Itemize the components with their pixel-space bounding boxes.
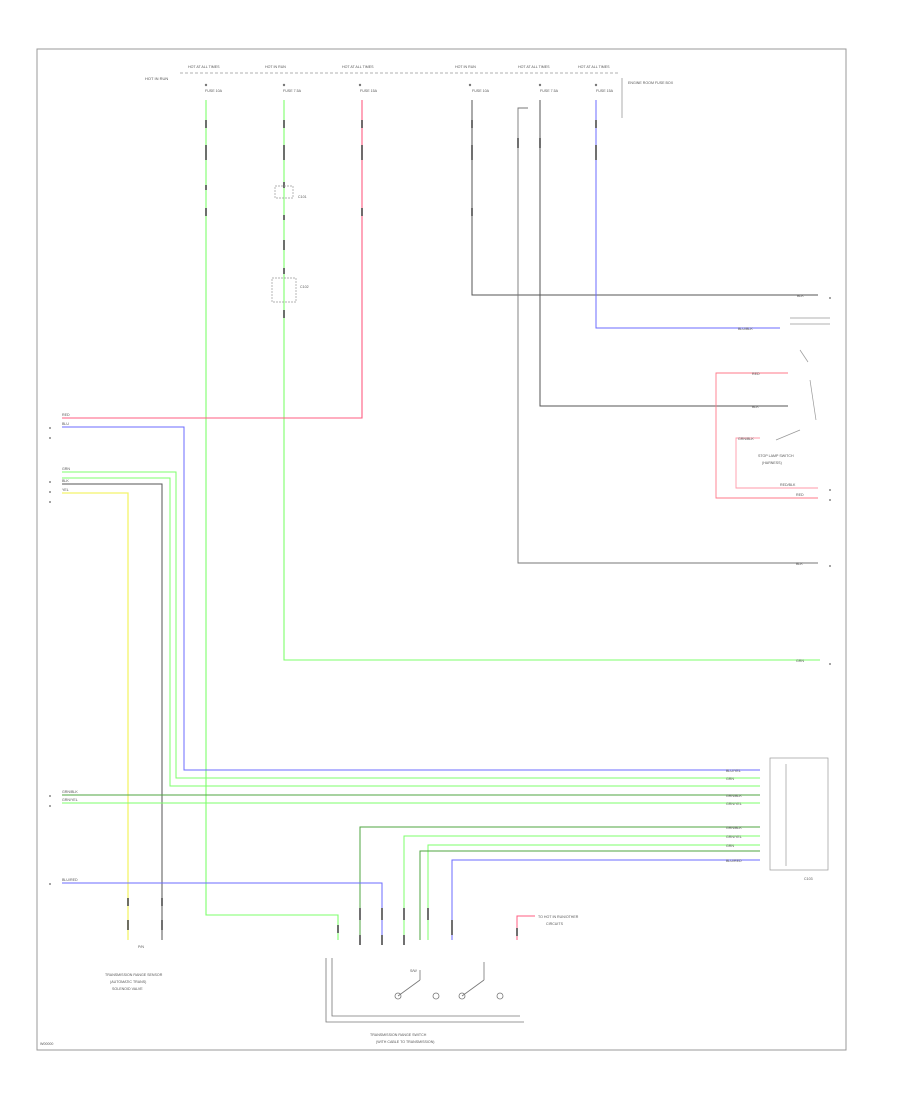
- wire-green-fuse2: [283, 100, 820, 661]
- label-right-7: RED: [796, 493, 804, 497]
- label-right-15: GRN/YEL: [726, 835, 742, 839]
- wire-black-fuse5: [539, 100, 788, 407]
- label-left-red: RED: [62, 413, 70, 417]
- wire-red-fuse3: [62, 100, 363, 419]
- label-connector-c103: C103: [804, 877, 813, 881]
- label-right-8: BLK: [796, 562, 803, 566]
- wire-lower-green3: [419, 850, 760, 940]
- label-fuse2-title: HOT IN RUN: [265, 65, 286, 69]
- label-right-6: RED/BLK: [780, 483, 796, 487]
- label-fuse2-size: FUSE 7.5A: [283, 89, 302, 93]
- label-left-blu-red: BLU/RED: [62, 878, 78, 882]
- connector-box-c101: [274, 185, 294, 199]
- diagram-frame: [36, 48, 847, 1051]
- label-right-2: BLU/BLK: [738, 327, 753, 331]
- terminal-dots-left: [49, 427, 51, 885]
- label-hot-run: HOT IN RUN: [145, 76, 168, 81]
- label-right-9: GRN: [796, 659, 804, 663]
- wire-lower-green2: [427, 844, 760, 940]
- label-sw: S/W: [410, 969, 417, 973]
- label-footer-code: W00000: [40, 1042, 53, 1046]
- label-left-yel: YEL: [62, 488, 69, 492]
- wire-red-stoplamp2: [735, 437, 818, 489]
- label-pn: P/N: [138, 945, 144, 949]
- label-left-grn-yel: GRN/YEL: [62, 798, 78, 802]
- wire-lower-dkgreen: [359, 826, 760, 940]
- label-fuse1-title: HOT AT ALL TIMES: [188, 65, 220, 69]
- label-stop-lamp-sub: (HARNESS): [762, 461, 782, 465]
- wire-blu-red-left: [62, 882, 383, 940]
- wire-yellow-left: [62, 492, 129, 940]
- label-fuse3-size: FUSE 15A: [360, 89, 378, 93]
- label-fuse4-title: HOT IN RUN: [455, 65, 476, 69]
- label-tcm-sub2: SOLENOID VALVE: [112, 987, 143, 991]
- label-fuse5-title: HOT AT ALL TIMES: [518, 65, 550, 69]
- label-connector-c102: C102: [300, 285, 309, 289]
- fuse-dots: [204, 83, 598, 87]
- wire-red-stoplamp: [715, 372, 818, 499]
- label-right-13: GRN/YEL: [726, 802, 742, 806]
- label-right-10: BLU/YEL: [726, 769, 741, 773]
- label-fuse-box: ENGINE ROOM FUSE BOX: [628, 81, 674, 85]
- label-right-12: GRN/BLK: [726, 794, 742, 798]
- label-stop-lamp-switch: STOP LAMP SWITCH: [758, 454, 794, 458]
- label-right-4: BLK: [752, 405, 759, 409]
- label-right-16: GRN: [726, 844, 734, 848]
- label-fuse1-size: FUSE 10A: [205, 89, 223, 93]
- label-left-grn-blk: GRN/BLK: [62, 790, 78, 794]
- label-right-3: RED: [752, 372, 760, 376]
- wire-green-fuse1: [205, 100, 339, 940]
- label-shift-switch-sub: (WITH CABLE TO TRANSMISSION): [376, 1040, 435, 1044]
- shift-switch-symbol: [325, 958, 524, 1023]
- wire-green2-left: [62, 477, 760, 787]
- label-fuse5-size: FUSE 7.5A: [540, 89, 559, 93]
- label-ground-note2: CIRCUITS: [546, 922, 564, 926]
- label-shift-switch: TRANSMISSION RANGE SWITCH: [370, 1033, 427, 1037]
- wire-black-fuse4: [471, 100, 818, 296]
- wire-black-left: [62, 483, 163, 940]
- wire-black-branch: [517, 107, 818, 564]
- wire-blue-left: [62, 426, 760, 771]
- label-left-blk: BLK: [62, 479, 69, 483]
- label-connector-c101: C101: [298, 195, 307, 199]
- wire-lower-green1: [403, 835, 760, 940]
- label-right-17: BLU/RED: [726, 859, 742, 863]
- label-ground-note: TO HOT IN RUN/OTHER: [538, 915, 579, 919]
- terminal-dots-right: [829, 297, 831, 665]
- wire-blue-fuse6: [595, 100, 780, 329]
- label-right-1: BLK: [797, 294, 804, 298]
- right-connector-lower: [769, 757, 829, 871]
- label-right-5: GRN/BLK: [738, 437, 754, 441]
- label-fuse3-title: HOT AT ALL TIMES: [342, 65, 374, 69]
- wire-green-left: [62, 471, 760, 779]
- label-left-blue: BLU: [62, 422, 69, 426]
- label-tcm-sub: (AUTOMATIC TRANS): [110, 980, 146, 984]
- connector-marks: [127, 120, 597, 945]
- wire-lower-blue: [451, 859, 760, 940]
- label-right-11: GRN: [726, 777, 734, 781]
- label-fuse6-title: HOT AT ALL TIMES: [578, 65, 610, 69]
- label-tcm: TRANSMISSION RANGE SENSOR: [105, 973, 163, 977]
- label-fuse4-size: FUSE 10A: [472, 89, 490, 93]
- right-connector-upper: [775, 317, 830, 441]
- label-right-14: GRN/BLK: [726, 826, 742, 830]
- wire-red-stub: [516, 915, 535, 940]
- label-left-grn: GRN: [62, 467, 70, 471]
- connector-box-c102: [271, 277, 297, 303]
- label-fuse6-size: FUSE 15A: [596, 89, 614, 93]
